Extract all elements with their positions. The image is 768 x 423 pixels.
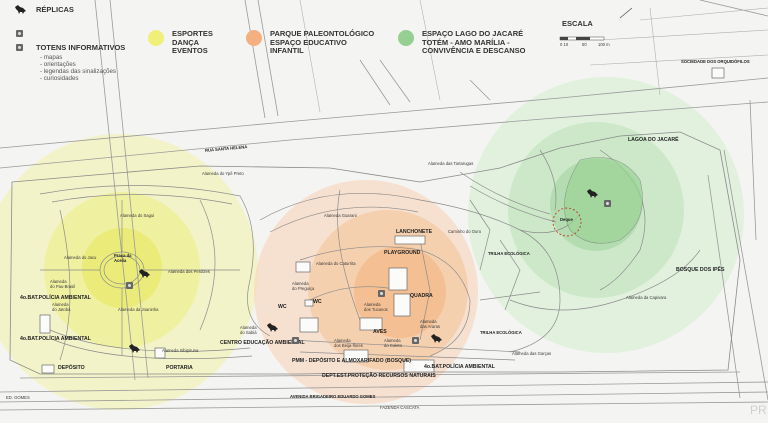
building-pmm bbox=[343, 349, 369, 363]
scale-tick: 50 bbox=[582, 42, 587, 47]
place-wc: WC bbox=[278, 304, 287, 310]
zone-swatch-esportes bbox=[148, 30, 164, 46]
place-bosque: BOSQUE DOS IPÊS bbox=[676, 267, 725, 273]
watermark: PR bbox=[750, 403, 767, 417]
scale-tick: 0 10 bbox=[560, 42, 569, 47]
legend-totens-item: - orientações bbox=[40, 61, 76, 68]
alameda-label: Alameda dos Perdizes bbox=[168, 269, 210, 274]
building-portaria bbox=[154, 347, 166, 359]
place-policia: 4o.BAT.POLÍCIA AMBIENTAL bbox=[20, 295, 91, 301]
place-playground: PLAYGROUND bbox=[384, 250, 421, 256]
place-dept: DEPT.EST.PROTEÇÃO RECURSOS NATURAIS bbox=[322, 373, 436, 379]
north-arrow-icon bbox=[619, 7, 633, 19]
street-fazenda: FAZENDA CASCATA bbox=[380, 405, 420, 410]
alameda-label: Alameda do Sagui bbox=[120, 213, 155, 218]
legend-zone-paleo: PARQUE PALEONTOLÓGICO ESPAÇO EDUCATIVO I… bbox=[270, 29, 375, 56]
totem-icon bbox=[126, 282, 133, 289]
dinosaur-replica-icon bbox=[586, 188, 600, 199]
alameda-label: Alameda Sibipiruna bbox=[162, 348, 199, 353]
place-portaria: PORTARIA bbox=[166, 365, 193, 371]
totem-icon bbox=[604, 200, 611, 207]
alameda-label: Alameda das Araras bbox=[420, 319, 441, 329]
place-quadra: QUADRA bbox=[410, 293, 433, 299]
legend-totens-item: - mapas bbox=[40, 54, 63, 61]
scale-title: ESCALA bbox=[562, 19, 593, 28]
alameda-label: Alameda das Garças bbox=[512, 351, 552, 356]
place-deposito: DEPÓSITO bbox=[58, 365, 85, 371]
zone-swatch-paleo bbox=[246, 30, 262, 46]
zone-swatch-lago bbox=[398, 30, 414, 46]
alameda-label: Alameda das Tartarugas bbox=[428, 161, 474, 166]
place-lagoa: LAGOA DO JACARÉ bbox=[628, 137, 679, 143]
alameda-label: Alameda do Ypê Preto bbox=[202, 171, 244, 176]
building-quadra bbox=[393, 293, 411, 317]
park-perimeter bbox=[9, 131, 741, 375]
lagoa-water bbox=[564, 157, 643, 244]
legend-replicas: RÉPLICAS bbox=[36, 5, 74, 14]
alameda-label: Alameda do Jacu bbox=[64, 255, 97, 260]
legend-zone-esportes: ESPORTES DANÇA EVENTOS bbox=[172, 29, 213, 56]
place-sociedade: SOCIEDADE DOS ORQUIDÓFILOS bbox=[681, 59, 750, 64]
alameda-label: Alameda do Preguiça bbox=[292, 281, 315, 291]
place-deque: Deque bbox=[560, 217, 573, 222]
alameda-label: Alameda do Coleto bbox=[384, 338, 402, 348]
building-deposito bbox=[41, 364, 55, 374]
totem-icon bbox=[16, 30, 23, 37]
dinosaur-replica-icon bbox=[14, 4, 28, 15]
totem-icon bbox=[16, 44, 23, 51]
place-trilha: TRILHA ECOLÓGICA bbox=[480, 330, 522, 335]
building-dept bbox=[403, 359, 435, 373]
alameda-label: Alameda da Capivara bbox=[626, 295, 667, 300]
zone-esportes-inner bbox=[82, 228, 162, 308]
road-north-edge bbox=[0, 77, 768, 149]
dinosaur-replica-icon bbox=[138, 268, 152, 279]
place-aves: AVES bbox=[373, 329, 387, 335]
street-gomes: ED. GOMES bbox=[6, 395, 30, 400]
scale-bar bbox=[559, 7, 633, 41]
dinosaur-replica-icon bbox=[266, 322, 280, 333]
alameda-label: Alameda dos Beija-flores bbox=[334, 338, 363, 348]
legend-totens-item: - legendas das sinalizações bbox=[40, 68, 117, 75]
alameda-label: Alameda do Caturrita bbox=[316, 261, 356, 266]
road-avenida bbox=[0, 381, 768, 393]
alameda-label: Alameda Guarani bbox=[324, 213, 357, 218]
deque-circle bbox=[552, 207, 582, 237]
place-centro: CENTRO EDUCAÇÃO AMBIENTAL bbox=[220, 340, 305, 346]
building-playground bbox=[388, 267, 408, 291]
street-avenida: AVENIDA BRIGADEIRO EDUARDO GOMES bbox=[290, 394, 376, 399]
place-pmm: PMM - DEPÓSITO E ALMOXARIFADO (BOSQUE) bbox=[292, 358, 412, 364]
place-wc: WC bbox=[313, 299, 322, 305]
road-west-diagonal bbox=[94, 0, 136, 381]
place-trilha: TRILHA ECOLÓGICA bbox=[488, 251, 530, 256]
legend-totens-item: - curiosidades bbox=[40, 75, 79, 82]
building-sociedade bbox=[711, 67, 725, 79]
alameda-label: Alameda da Joaninha bbox=[118, 307, 159, 312]
path-loop-west bbox=[39, 185, 271, 337]
totem-icon bbox=[378, 290, 385, 297]
building-centro bbox=[299, 317, 319, 333]
dinosaur-replica-icon bbox=[430, 333, 444, 344]
road-santa-helena bbox=[0, 101, 768, 169]
alameda-label: Alameda do Pau-Brasil bbox=[50, 279, 76, 289]
place-policia: 4o.BAT.POLÍCIA AMBIENTAL bbox=[20, 336, 91, 342]
building-lanchonete bbox=[394, 235, 426, 245]
place-praca: Praça da Acelia bbox=[114, 253, 132, 263]
alameda-label: Alameda do Jatobá bbox=[52, 302, 71, 312]
legend-zone-lago: ESPAÇO LAGO DO JACARÉ TOTÉM - AMO MARÍLI… bbox=[422, 29, 526, 56]
building-aves bbox=[359, 317, 383, 331]
alameda-label: Alameda do Sabiá bbox=[240, 325, 257, 335]
scale-tick: 100 m bbox=[598, 42, 610, 47]
dinosaur-replica-icon bbox=[128, 343, 142, 354]
totem-icon bbox=[412, 337, 419, 344]
totem-icon bbox=[292, 337, 299, 344]
zone-paleo-inner bbox=[354, 246, 446, 338]
legend-totens-title: TOTENS INFORMATIVOS bbox=[36, 43, 126, 52]
place-lanchonete: LANCHONETE bbox=[396, 229, 433, 235]
alameda-label: Alameda dos Tucanos bbox=[364, 302, 388, 312]
alameda-label: Caminho do Ouro bbox=[448, 229, 482, 234]
place-policia: 4o.BAT.POLÍCIA AMBIENTAL bbox=[424, 364, 495, 370]
building-policia bbox=[39, 314, 51, 334]
